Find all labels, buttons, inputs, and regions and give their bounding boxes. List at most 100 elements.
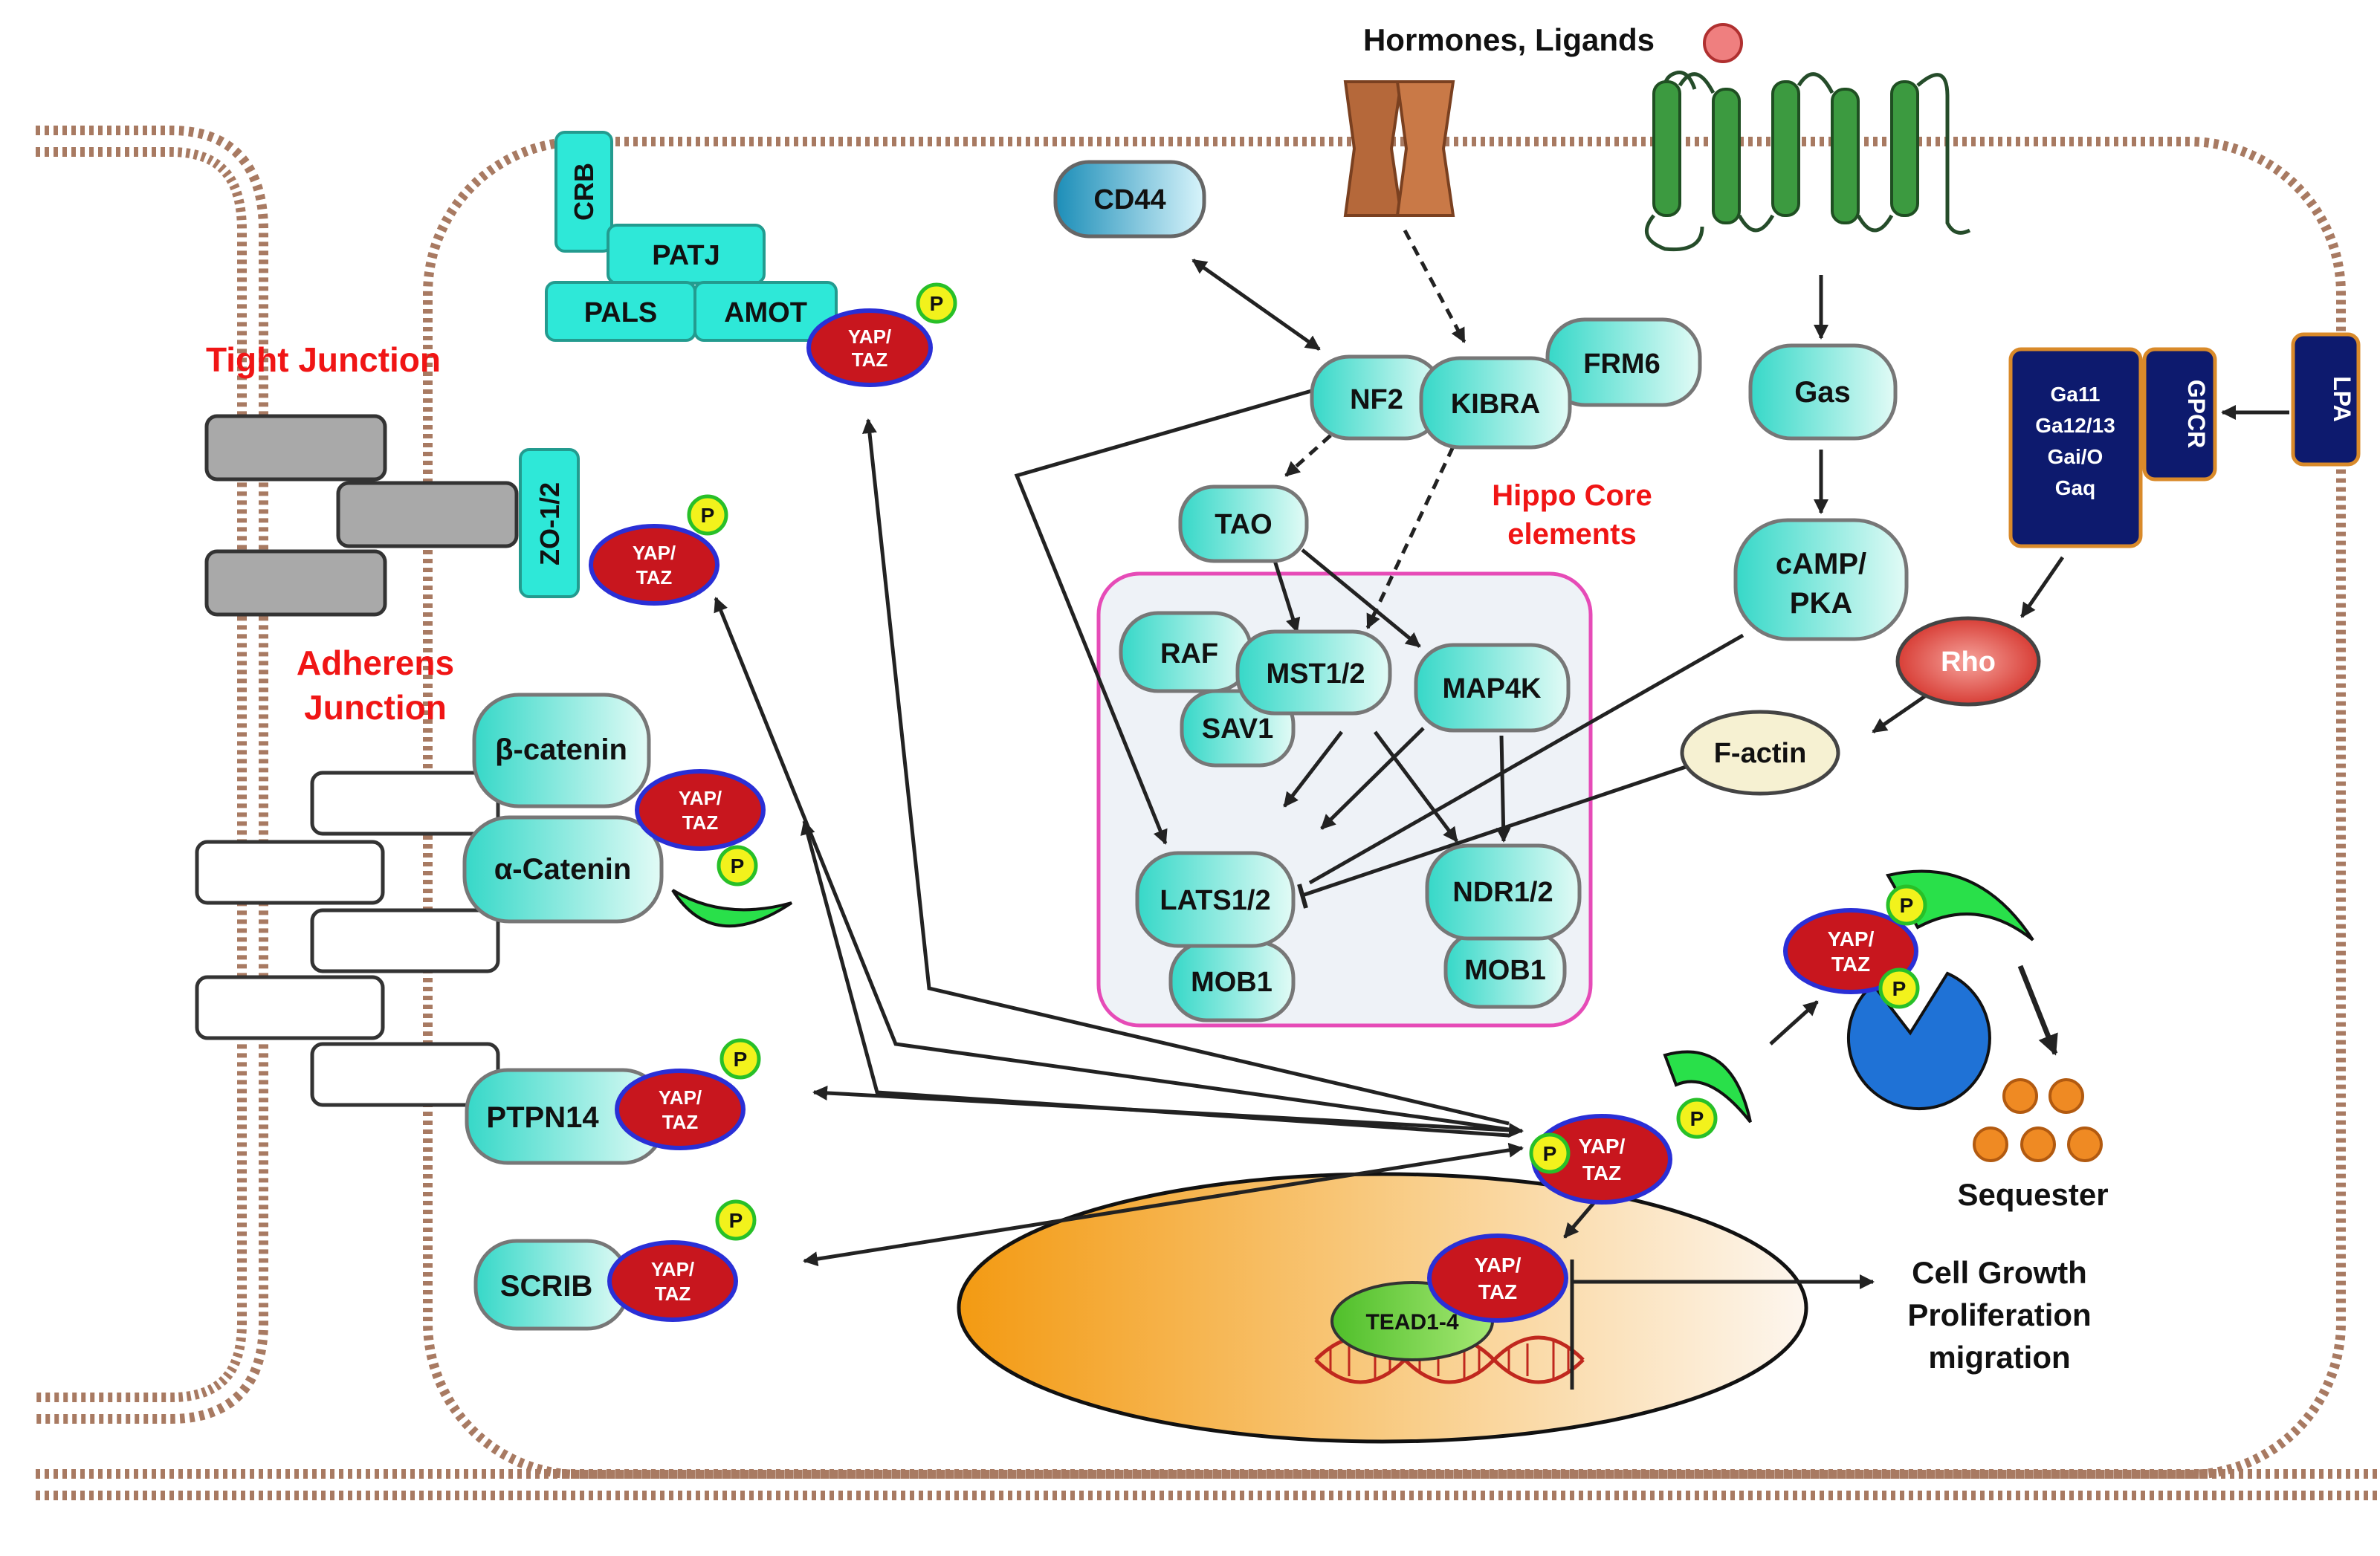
tao-box [1178, 484, 1309, 563]
phospho-circle-bottom [1878, 967, 1920, 1009]
green-crescent-adherens [671, 889, 793, 928]
hormones-ligands-title: Hormones, Ligands [1363, 22, 1655, 57]
adherens-block-1 [310, 771, 500, 836]
crb-box [554, 131, 613, 253]
taz-text: TAZ [682, 811, 719, 834]
ligand-dot [1703, 23, 1743, 63]
blue-pacman [1846, 971, 1991, 1111]
taz-text: TAZ [662, 1111, 699, 1133]
sav1-label: SAV1 [1202, 713, 1273, 745]
cd44-label: CD44 [1093, 184, 1165, 215]
yap-taz-ptpn14: YAP/ TAZ P [615, 1038, 761, 1150]
phospho-label: P [930, 292, 944, 315]
camp-label-line2: PKA [1790, 587, 1852, 620]
phospho-label: P [1543, 1142, 1557, 1165]
arrow-tao-mst [1270, 553, 1301, 633]
inhibit-factin-lats [1301, 762, 1695, 898]
yap-text: YAP/ [679, 787, 722, 809]
sequester-dots [1973, 1078, 2103, 1162]
yap-text: YAP/ [651, 1258, 694, 1280]
tight-junction-label: Tight Junction [206, 340, 441, 379]
phospho-circle [720, 1038, 761, 1080]
amot-label: AMOT [724, 297, 807, 328]
yap-text: YAP/ [848, 325, 891, 348]
adherens-block-4 [195, 975, 385, 1040]
g-label-line3: Gai/O [2048, 445, 2103, 468]
gpcr-7tm-receptor [1645, 71, 1971, 252]
arrow-map4k-lats [1320, 727, 1425, 830]
beta-catenin-box [472, 693, 651, 808]
patj-label: PATJ [652, 240, 720, 271]
mst-label: MST1/2 [1266, 658, 1365, 690]
tao-label: TAO [1215, 509, 1272, 540]
hippo-core-label-line1: Hippo Core [1492, 479, 1652, 512]
left-cell-membrane-core [36, 135, 259, 1414]
green-crescent-complex [1885, 869, 2034, 941]
yap-taz-amot: YAP/ TAZ P [806, 282, 957, 387]
phospho-circle-left [1529, 1132, 1571, 1174]
arrow-rho-factin [1872, 689, 1934, 734]
left-cell-membrane-outer [36, 126, 268, 1424]
gpcr-label: GPCR [2183, 380, 2210, 448]
factin-ellipse [1680, 710, 1840, 796]
ndr-label: NDR1/2 [1452, 877, 1553, 908]
arrow-hub-amot-yap [861, 418, 1510, 1126]
yap-taz-layer: YAP/ TAZ P YAP/ TAZ P YAP/ TAZ P YAP/ TA… [589, 282, 2034, 1323]
arrow-layer [714, 229, 2289, 1390]
rho-label: Rho [1941, 646, 1996, 678]
arrow-mst-ndr [1373, 730, 1459, 843]
yap-taz-nuclear: YAP/ TAZ [1427, 1234, 1568, 1323]
arrow-channel-kibra [1403, 229, 1467, 343]
kibra-label: KIBRA [1451, 389, 1540, 420]
arrow-kibra-mst [1365, 429, 1463, 629]
adherens-block-3 [310, 908, 500, 973]
beta-catenin-label: β-catenin [495, 733, 627, 766]
frm6-label: FRM6 [1583, 349, 1660, 380]
g-protein-box [2008, 347, 2143, 548]
phospho-label: P [1900, 894, 1914, 917]
arrow-hub-complex [1769, 1000, 1819, 1046]
phospho-circle [715, 1199, 757, 1241]
adherens-label-line2: Junction [304, 688, 447, 727]
gpcr-box [2142, 347, 2217, 482]
taz-text: TAZ [655, 1283, 691, 1305]
outcome-label-line1: Cell Growth [1912, 1255, 2087, 1290]
g-label-line2: Ga12/13 [2035, 414, 2115, 437]
phospho-label: P [1690, 1107, 1704, 1130]
factin-label: F-actin [1714, 738, 1807, 769]
zo-label: ZO-1/2 [534, 482, 565, 565]
arrow-hub-scrib [803, 1142, 1524, 1267]
channel-receptor [1343, 80, 1455, 217]
lpa-label: LPA [2329, 376, 2355, 422]
phospho-circle [717, 845, 758, 886]
zo-box [519, 448, 580, 598]
mob1-label-left: MOB1 [1191, 967, 1273, 998]
taz-text: TAZ [1831, 953, 1870, 976]
inhibit-bar [1297, 884, 1308, 909]
taz-text: TAZ [636, 566, 673, 589]
arrow-nf2-tao [1284, 422, 1345, 477]
rho-ellipse [1895, 616, 2041, 707]
yap-taz-zo: YAP/ TAZ P [589, 494, 728, 606]
arrow-map4k-ndr [1495, 735, 1511, 843]
scrib-label: SCRIB [500, 1270, 592, 1303]
phospho-label: P [734, 1048, 748, 1071]
gas-box [1748, 343, 1898, 441]
camp-pka-box [1733, 518, 1909, 641]
phospho-circle [916, 282, 957, 324]
gas-label: Gas [1794, 376, 1851, 409]
phospho-label: P [1892, 977, 1907, 1000]
taz-text: TAZ [1478, 1280, 1517, 1303]
apical-complex: CRB PATJ PALS AMOT [545, 131, 838, 342]
g-label-line4: Gaq [2055, 476, 2095, 499]
adherens-block-2 [195, 840, 385, 905]
inhibit-pka-lats [1308, 633, 1744, 885]
camp-label-line1: cAMP/ [1776, 548, 1866, 580]
yap-text: YAP/ [1828, 927, 1875, 950]
ptpn14-label: PTPN14 [486, 1101, 599, 1134]
lats-label: LATS1/2 [1160, 885, 1270, 916]
phospho-circle-top [1886, 884, 1927, 926]
map4k-box [1414, 643, 1571, 733]
